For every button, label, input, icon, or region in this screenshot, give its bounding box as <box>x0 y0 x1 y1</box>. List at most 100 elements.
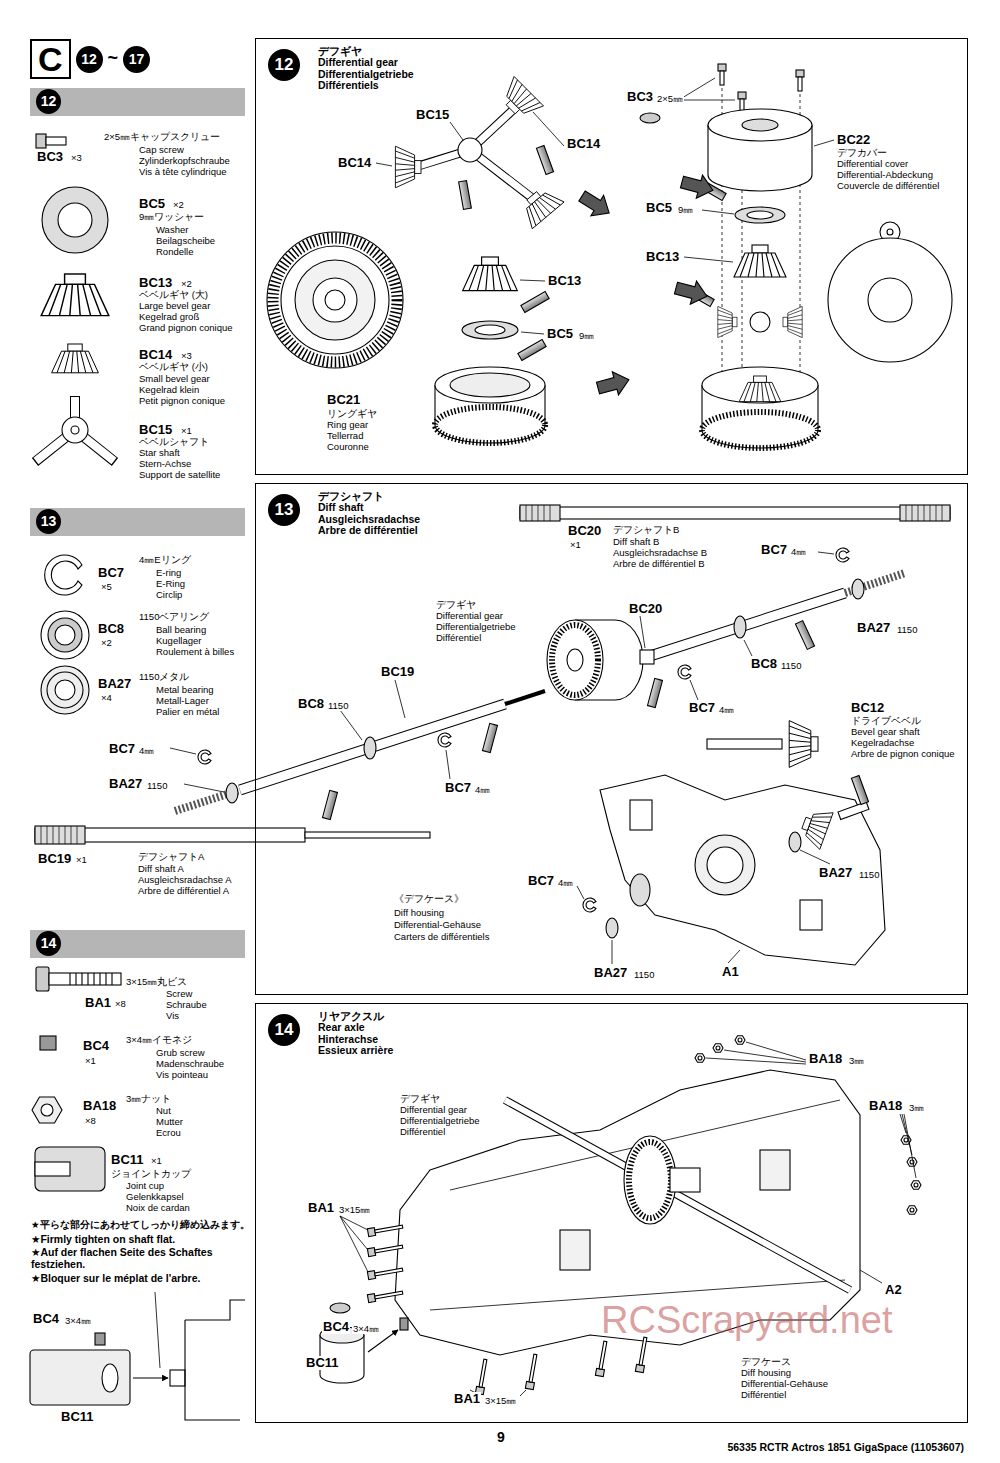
part-description: 3×15㎜丸ビス <box>125 977 188 987</box>
illustration-part <box>735 207 785 223</box>
part-description: ×1 <box>569 540 582 550</box>
heading-text: Arbre de différentiel <box>318 525 418 537</box>
illustration-part <box>734 616 746 638</box>
part-description: Kegelrad groß <box>138 312 200 322</box>
illustration-part <box>673 276 710 307</box>
illustration-part <box>600 775 885 965</box>
illustration-part <box>240 704 505 790</box>
part-description: Différentiel <box>399 1127 446 1137</box>
illustration-part <box>376 163 392 166</box>
illustration-part <box>635 1337 649 1373</box>
part-description: Ball bearing <box>155 625 207 635</box>
part-callout: BC7 <box>444 781 472 795</box>
part-callout: BC3 <box>626 90 654 104</box>
illustration-part <box>695 1054 705 1063</box>
part-description: ×3 <box>180 351 193 361</box>
part-description: Cap screw <box>138 145 185 155</box>
illustration-part <box>640 113 660 123</box>
section-header: C12~17 <box>30 38 162 80</box>
illustration-part <box>313 278 357 322</box>
part-description: 9㎜ <box>677 205 694 215</box>
part-description: Stern-Achse <box>138 459 192 469</box>
part-description: Differential-Abdeckung <box>836 170 934 180</box>
heading-text: 17 <box>123 46 150 73</box>
part-description: 《デフケース》 <box>393 894 465 904</box>
part-description: ×3 <box>70 153 83 163</box>
part-callout: BC5 <box>138 197 166 211</box>
illustration-part <box>577 850 830 964</box>
part-callout: BA18 <box>868 1099 903 1113</box>
illustration-part <box>630 800 652 830</box>
illustration-part <box>583 898 596 912</box>
part-callout: BC20 <box>628 602 663 616</box>
illustration-part <box>367 1266 403 1280</box>
illustration-part <box>612 940 613 964</box>
part-description: Diff shaft B <box>612 537 660 547</box>
illustration-part <box>520 280 545 281</box>
part-callout: BC13 <box>547 274 582 288</box>
heading-text: Différentiels <box>318 80 379 92</box>
part-description: ×8 <box>84 1116 97 1126</box>
illustration-part <box>40 1036 56 1050</box>
part-callout: BC7 <box>688 701 716 715</box>
part-description: Differential-Gehäuse <box>740 1379 829 1389</box>
part-description: 1150ベアリング <box>138 612 210 622</box>
step-band: 12 <box>30 88 245 116</box>
part-callout: BC3 <box>36 150 64 164</box>
illustration-part <box>814 140 834 146</box>
part-description: ×1 <box>150 1156 163 1166</box>
illustration-part <box>678 665 691 679</box>
part-description: 4㎜ <box>718 705 735 715</box>
illustration-part <box>340 1216 368 1230</box>
illustration-part <box>435 367 545 403</box>
part-callout: BC5 <box>546 327 574 341</box>
illustration-part <box>281 246 389 354</box>
illustration-part <box>695 835 755 895</box>
part-description: Tellerrad <box>326 431 364 441</box>
part-description: 2×5㎜キャップスクリュー <box>103 132 221 142</box>
illustration-part <box>650 593 845 656</box>
illustration-part <box>367 1243 403 1257</box>
illustration-part <box>170 552 834 792</box>
illustration-part <box>797 805 833 850</box>
illustration-part <box>670 1168 700 1192</box>
part-callout: BC8 <box>750 657 778 671</box>
illustration-part <box>70 973 112 985</box>
illustration-part <box>42 187 108 253</box>
illustration-part <box>458 138 482 162</box>
illustration-part <box>521 332 544 334</box>
part-description: リングギヤ <box>326 409 378 419</box>
part-callout: BC14 <box>337 156 372 170</box>
illustration-part <box>576 186 616 223</box>
illustration-part <box>450 373 530 397</box>
part-description: Ausgleichsradachse A <box>137 875 232 885</box>
illustration-part <box>595 368 632 399</box>
part-description: Large bevel gear <box>138 301 211 311</box>
part-description: Zylinderkopfschraube <box>138 156 231 166</box>
part-description: デフカバー <box>836 148 888 158</box>
illustration-part <box>305 832 430 838</box>
part-callout: BA27 <box>856 621 891 635</box>
part-description: Small bevel gear <box>138 374 211 384</box>
illustration-part <box>702 210 734 214</box>
part-description: Différentiel <box>435 633 482 643</box>
illustration-part <box>35 826 85 844</box>
part-description: Differential-Gehäuse <box>393 920 482 930</box>
illustration-part <box>364 737 376 759</box>
part-description: ×8 <box>114 999 127 1009</box>
illustration-part <box>462 321 518 339</box>
part-description: 2×5㎜ <box>656 94 684 104</box>
part-callout: A2 <box>884 1283 903 1297</box>
part-description: デフギヤ <box>435 600 477 610</box>
part-callout: BA1 <box>84 996 112 1010</box>
part-description: Ausgleichsradachse B <box>612 548 708 558</box>
part-callout: BC15 <box>415 108 450 122</box>
part-description: Beilagscheibe <box>155 236 216 246</box>
illustration-part <box>62 417 88 443</box>
illustration-part <box>41 826 77 844</box>
part-description: 4㎜ <box>557 878 574 888</box>
illustration-part <box>55 680 75 700</box>
illustration-part <box>395 680 405 718</box>
part-description: Differential cover <box>836 159 909 169</box>
part-description: ×2 <box>180 279 193 289</box>
